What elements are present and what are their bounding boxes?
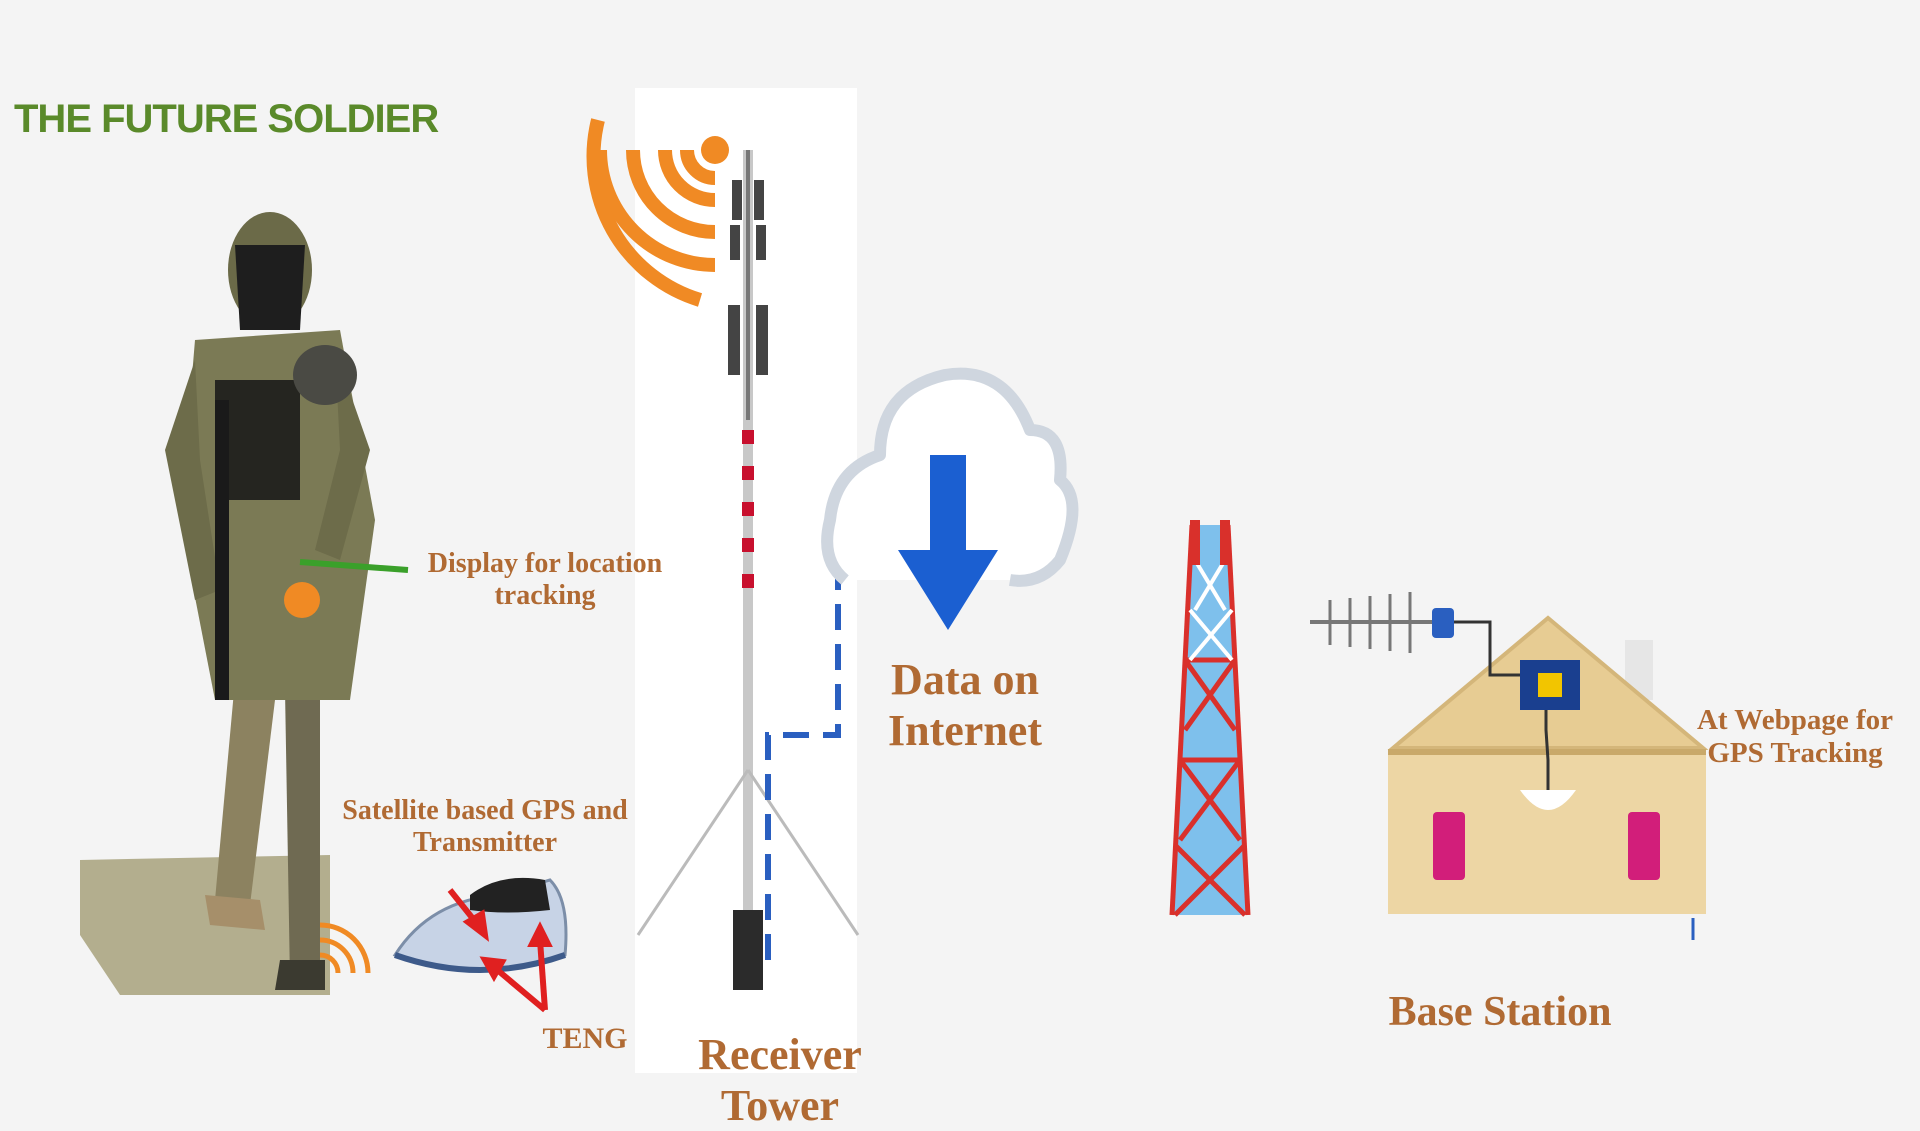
internet-label: Data on Internet: [888, 655, 1042, 755]
receiver-tower: [636, 150, 860, 990]
diagram-title: THE FUTURE SOLDIER: [14, 97, 439, 141]
soldier-figure: [165, 212, 375, 990]
download-arrow-icon: [898, 455, 998, 630]
signal-waves-icon: [586, 118, 729, 307]
diagram-canvas: [80, 88, 1709, 1073]
iot-tracking-diagram: THE FUTURE SOLDIER Display for location …: [14, 88, 1893, 1130]
base-station-house: [1310, 592, 1709, 940]
ground-plate: [80, 855, 330, 995]
lattice-tower-icon: [1169, 520, 1251, 917]
dashed-data-link: [765, 535, 841, 960]
teng-label: TENG: [542, 1022, 628, 1055]
teng-pointer-arrows: [447, 888, 553, 1013]
receiver-tower-label: Receiver Tower: [698, 1030, 862, 1130]
base-station-label: Base Station: [1388, 989, 1612, 1035]
webpage-label: At Webpage for GPS Tracking: [1696, 704, 1893, 770]
foot-signal-icon: [319, 922, 371, 974]
display-pointer-arrow: [299, 559, 409, 573]
display-label: Display for location tracking: [427, 548, 663, 612]
gps-label: Satellite based GPS and Transmitter: [342, 795, 628, 859]
